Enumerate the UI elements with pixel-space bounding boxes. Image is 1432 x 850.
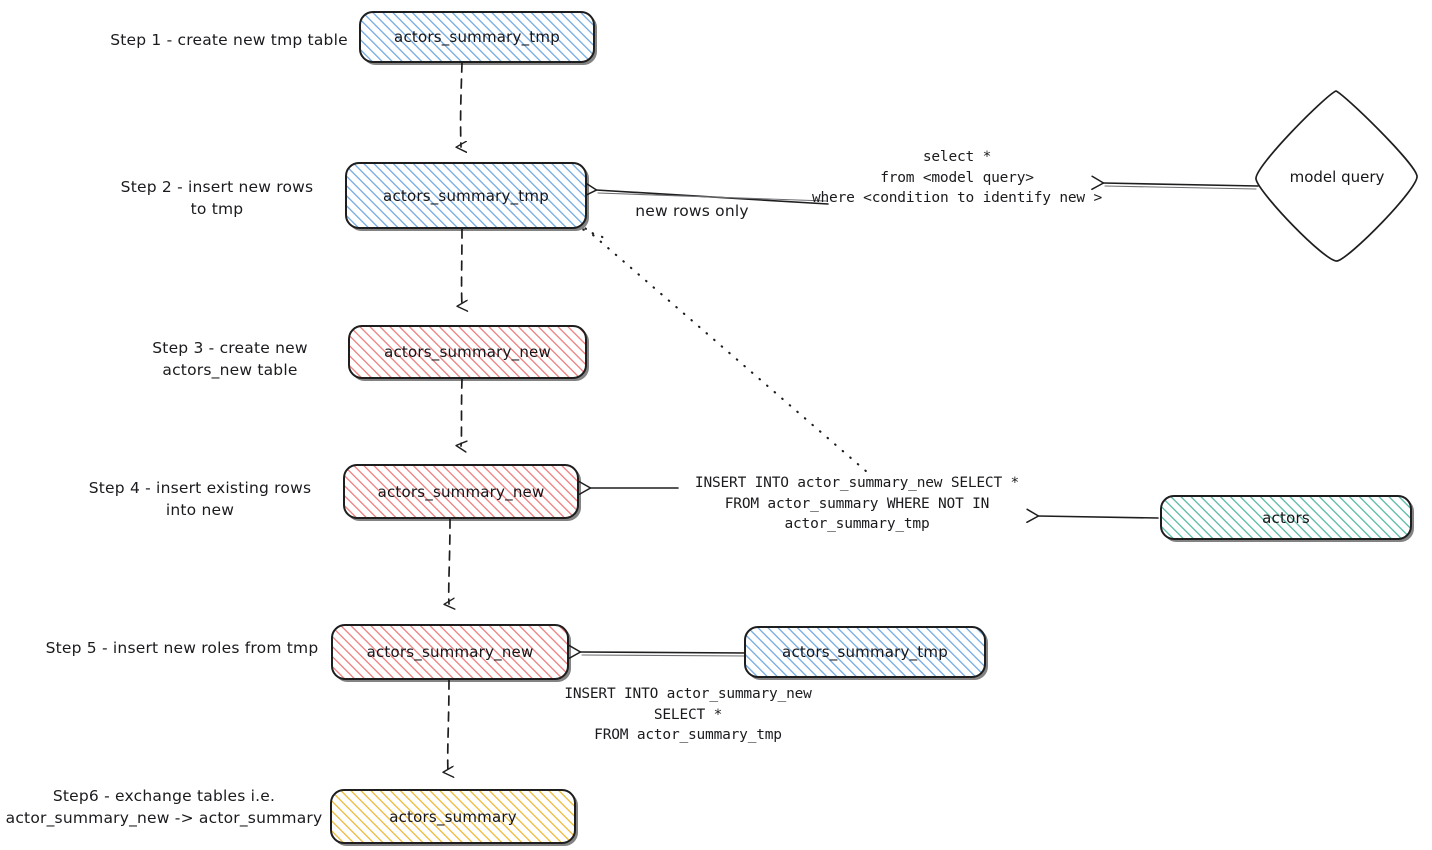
node-label: model query	[1289, 168, 1385, 186]
node-actors-summary-new-step5[interactable]: actors_summary_new	[331, 624, 569, 680]
edge-step3-to-step4	[461, 378, 462, 446]
node-label: actors_summary	[389, 807, 517, 826]
node-label: actors_summary_tmp	[383, 186, 549, 205]
edge-step4-to-step5	[449, 518, 450, 604]
edge-model-query-to-sql	[1103, 183, 1259, 186]
edge-tmp5-to-new5-2	[581, 654, 749, 657]
node-actors-summary-new-step3[interactable]: actors_summary_new	[348, 325, 587, 379]
edge-label-insert-existing-sql: INSERT INTO actor_summary_new SELECT * F…	[694, 475, 1020, 533]
step-1-label: Step 1 - create new tmp table	[110, 31, 348, 49]
edge-step1-to-step2	[461, 62, 462, 147]
edge-tmp-reference-dotted	[576, 220, 869, 474]
edge-actors-to-sql	[1038, 516, 1159, 518]
node-actors-summary-step6[interactable]: actors_summary	[330, 789, 576, 844]
edge-label-new-rows-only: new rows only	[635, 202, 749, 220]
node-actors-summary-tmp-step2[interactable]: actors_summary_tmp	[345, 162, 587, 229]
node-label: actors_summary_tmp	[782, 643, 948, 661]
step-3-label: Step 3 - create new actors_new table	[152, 339, 308, 379]
node-actors-summary-tmp-step1[interactable]: actors_summary_tmp	[359, 11, 595, 63]
edge-tmp-reference-dotted-branch	[572, 224, 612, 242]
node-actors-source[interactable]: actors	[1160, 495, 1412, 540]
node-label: actors_summary_new	[384, 343, 551, 361]
step-5-label: Step 5 - insert new roles from tmp	[45, 639, 319, 657]
node-label: actors_summary_new	[366, 643, 534, 661]
edge-step5-to-step6	[448, 679, 449, 772]
node-model-query[interactable]: model query	[1256, 91, 1418, 263]
node-label: actors_summary_new	[377, 482, 545, 501]
node-actors-summary-new-step4[interactable]: actors_summary_new	[343, 464, 579, 519]
step-2-label: Step 2 - insert new rows to tmp	[120, 178, 314, 218]
node-label: actors	[1262, 508, 1310, 527]
edge-label-insert-from-tmp-sql: INSERT INTO actor_summary_new SELECT * F…	[564, 686, 812, 744]
edge-label-model-query-sql: select * from <model query> where <condi…	[812, 149, 1103, 207]
edge-tmp5-to-new5	[580, 652, 749, 653]
step-4-label: Step 4 - insert existing rows into new	[88, 479, 312, 519]
node-label: actors_summary_tmp	[394, 28, 560, 46]
edge-model-query-to-sql-2	[1104, 185, 1257, 190]
step-6-label: Step6 - exchange tables i.e. actor_summa…	[5, 787, 323, 827]
node-actors-summary-tmp-step5[interactable]: actors_summary_tmp	[744, 626, 986, 678]
